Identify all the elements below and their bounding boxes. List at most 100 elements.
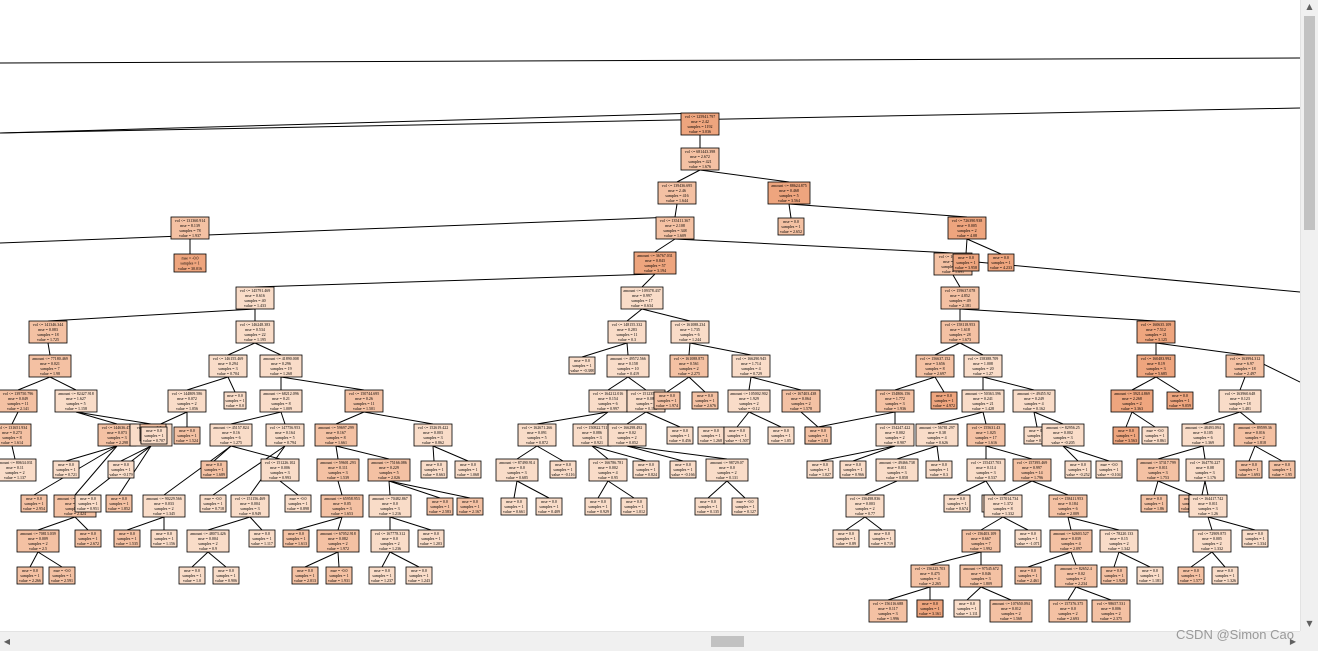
tree-node-label: mse = -0.0 [204,496,221,501]
tree-node-box [113,529,141,548]
tree-node-label: amount <= 109378.437 [623,288,661,293]
tree-node-label: mse = 0.012 [1001,606,1021,611]
tree-edge [654,238,676,253]
horizontal-scrollbar[interactable]: ◀ ▶ [0,631,1300,651]
tree-node-box [915,423,959,447]
tree-edge [47,342,51,356]
tree-node-label: mse = 0.0 [146,428,162,433]
tree-node-label: vol <= 163960.648 [1225,391,1256,396]
tree-node-box [845,494,885,518]
scroll-left-icon[interactable]: ◀ [3,637,11,646]
tree-node-label: samples = 1 [836,536,855,541]
tree-node-label: value = -0.205 [1051,440,1074,445]
tree-node-label: value = 0.634 [631,303,653,308]
tree-node-label: mse = 0.0 [80,496,96,501]
tree-node-label: samples = 1 [991,260,1010,265]
tree-edge [626,445,728,460]
tree-node-label: samples = 1 [636,467,655,472]
tree-node-label: amount <= 48493.094 [1185,425,1221,430]
tree-node-box [316,529,360,553]
vertical-scroll-thumb[interactable] [1304,16,1315,230]
tree-node-label: samples = 6 [680,332,699,337]
tree-node-box [1233,423,1277,447]
vertical-scrollbar[interactable]: ▲ ▼ [1300,0,1318,631]
scroll-right-icon[interactable]: ▶ [1289,637,1297,646]
tree-node-box [0,458,37,482]
tree-edge [934,342,961,356]
tree-node-box [209,423,253,447]
tree-node-label: mse = 0.616 [245,293,265,298]
tree-node-label: mse = 0.0 [1106,568,1122,573]
tree-node-label: amount <= 88624.875 [771,183,807,188]
tree-edge [674,203,678,218]
tree-node-box [1048,494,1088,518]
tree-node-label: samples = 8 [271,401,290,406]
tree-node-box [966,458,1006,482]
tree-node-label: vol <= 163994.312 [1230,356,1261,361]
tree-node-box [1014,529,1042,548]
tree-node-box [620,286,664,310]
tree-edge [1131,411,1156,428]
tree-node-label: samples = 2 [177,401,196,406]
tree-node-label: mse = 0.561 [679,361,699,366]
scroll-down-icon[interactable]: ▼ [1306,619,1313,628]
tree-node-label: vol <= 156403.109 [966,531,997,536]
tree-edge [1211,551,1226,568]
tree-node-label: value = 4.08 [957,233,977,238]
tree-node-label: value = 2.583 [429,509,451,514]
tree-node-label: value = 0.131 [716,475,738,480]
tree-node-label: samples = 1 [1104,573,1123,578]
tree-edge [956,480,987,496]
tree-node-label: samples = 2 [617,435,636,440]
tree-node-label: mse = 1.772 [885,396,905,401]
tree-node-label: value = 1.012 [623,509,645,514]
tree-node-label: vol <= 131651.934 [0,425,27,430]
tree-node-label: samples = 21 [972,401,993,406]
tree-node-label: samples = 2 [957,228,976,233]
tree-node-label: vol <= 154806.156 [880,391,911,396]
tree-node-box [16,529,60,553]
tree-node-label: samples = 1 [460,504,479,509]
tree-edge [516,480,550,499]
tree-node-label: mse = 0.0 [812,462,828,467]
tree-node-label: value = 3.194 [644,268,666,273]
tree-node-label: samples = 11 [354,401,375,406]
tree-node-label: value = 2.141 [7,406,29,411]
tree-node-box [1211,566,1239,585]
scroll-up-icon[interactable]: ▲ [1306,2,1313,11]
tree-node-label: mse = 3.656 [925,361,945,366]
tree-node-label: value = 0.9 [199,546,217,551]
tree-node-label: samples = 1 [78,501,97,506]
tree-node-label: vol <= 160483.992 [1141,356,1172,361]
tree-node-label: samples = 1 [144,433,163,438]
tree-node-label: value = 1.345 [153,511,175,516]
tree-node-label: samples = 1 [1018,573,1037,578]
tree-node-box [875,423,915,447]
tree-node-box [417,529,445,548]
tree-node-label: value = 1.244 [679,337,701,342]
tree-node-box [368,494,412,518]
tree-edge [980,516,1004,531]
horizontal-scroll-thumb[interactable] [711,636,744,647]
tree-node-label: value = 3.958 [955,265,977,270]
tree-node-label: vol <= 125941.797 [685,114,716,119]
tree-node-label: value = 2.013 [294,578,316,583]
